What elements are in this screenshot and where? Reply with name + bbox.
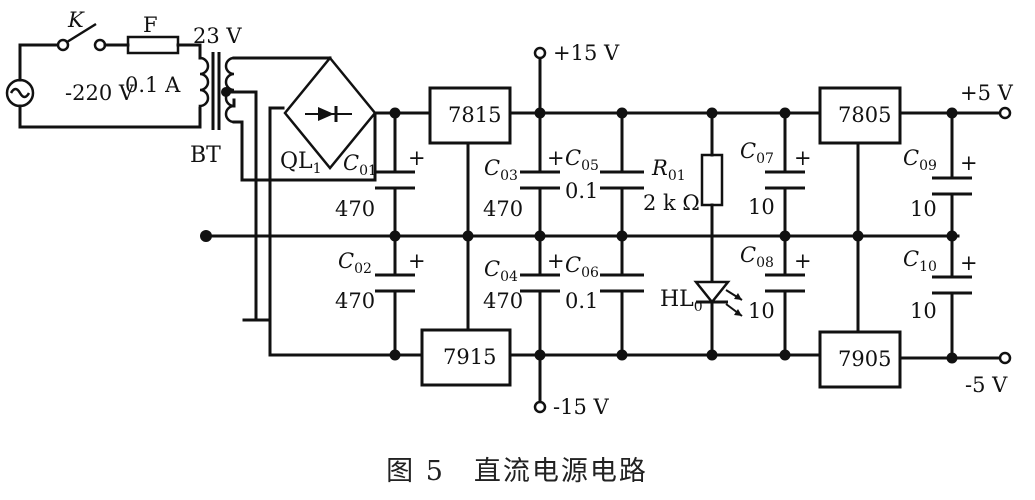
terminal-n15 xyxy=(533,400,547,414)
c08-polarity: + xyxy=(794,249,812,273)
regulator-7805 xyxy=(818,86,902,145)
c07-label: C07 xyxy=(740,139,774,167)
switch-label: K xyxy=(67,8,85,32)
bridge-label: QL1 xyxy=(280,149,322,177)
regulator-7815-label: 7815 xyxy=(448,103,501,127)
c04-label: C04 xyxy=(484,257,518,285)
regulator-7915 xyxy=(420,328,512,387)
c01-value: 470 xyxy=(335,197,375,221)
c08-label: C08 xyxy=(740,243,774,271)
regulator-7815 xyxy=(428,86,512,145)
bridge-rectifier xyxy=(283,56,377,170)
regulator-7905 xyxy=(818,330,902,389)
c09-value: 10 xyxy=(910,197,937,221)
fuse-rating: 0.1 A xyxy=(125,73,181,97)
rail-n15-label: -15 V xyxy=(553,395,609,419)
switch-k xyxy=(56,22,107,52)
c06-label: C06 xyxy=(565,253,599,281)
c03-label: C03 xyxy=(484,156,518,184)
regulator-7905-label: 7905 xyxy=(838,347,891,371)
transformer-bt xyxy=(198,52,235,130)
fuse-label: F xyxy=(143,13,158,37)
rail-p15-label: +15 V xyxy=(553,41,620,65)
terminal-p15 xyxy=(533,46,547,60)
secondary-voltage: 23 V xyxy=(193,24,242,48)
c06-value: 0.1 xyxy=(565,289,598,313)
regulator-7805-label: 7805 xyxy=(838,103,891,127)
c01-label: C01 xyxy=(343,151,377,179)
regulator-7915-label: 7915 xyxy=(443,345,496,369)
c01-polarity: + xyxy=(408,146,426,170)
c07-polarity: + xyxy=(794,146,812,170)
led-hl0 xyxy=(693,280,743,317)
terminal-n5 xyxy=(998,351,1012,365)
resistor-r01 xyxy=(700,153,724,207)
c02-label: C02 xyxy=(338,249,372,277)
transformer-label: BT xyxy=(190,143,221,168)
c08-value: 10 xyxy=(748,299,775,323)
hl0-label: HL0 xyxy=(660,287,703,315)
r01-value: 2 k Ω xyxy=(643,191,700,215)
c02-polarity: + xyxy=(408,249,426,273)
fuse-f xyxy=(126,35,180,55)
rail-p5-label: +5 V xyxy=(960,81,1014,105)
terminal-p5 xyxy=(998,106,1012,120)
rail-n5-label: -5 V xyxy=(965,373,1008,397)
c05-label: C05 xyxy=(565,146,599,174)
c09-polarity: + xyxy=(960,151,978,175)
c10-polarity: + xyxy=(960,251,978,275)
c10-value: 10 xyxy=(910,299,937,323)
figure-caption: 图 5 直流电源电路 xyxy=(386,456,648,487)
c04-polarity: + xyxy=(547,249,565,273)
source-voltage: -220 V xyxy=(65,81,135,105)
c07-value: 10 xyxy=(748,195,775,219)
c09-label: C09 xyxy=(903,146,937,174)
ac-source xyxy=(5,78,35,108)
c05-value: 0.1 xyxy=(565,179,598,203)
junction-dots xyxy=(200,107,958,364)
c02-value: 470 xyxy=(335,289,375,313)
c04-value: 470 xyxy=(483,289,523,313)
c03-polarity: + xyxy=(547,146,565,170)
r01-label: R01 xyxy=(651,156,686,184)
c10-label: C10 xyxy=(903,247,937,275)
c03-value: 470 xyxy=(483,197,523,221)
